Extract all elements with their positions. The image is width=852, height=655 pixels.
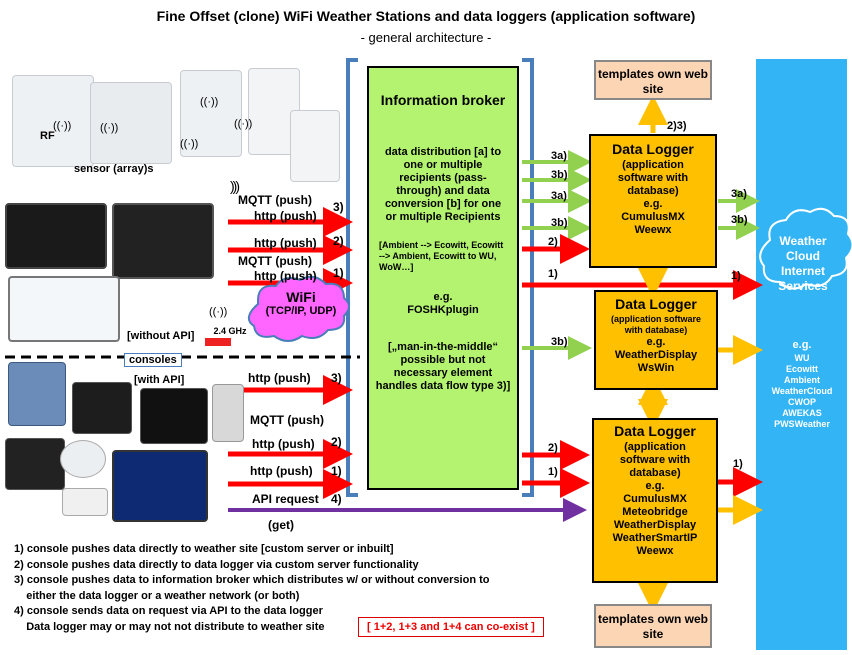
sensor-array-image bbox=[290, 110, 340, 182]
arrow-label: 1) bbox=[733, 458, 743, 470]
arrow-label: 3b) bbox=[551, 336, 568, 348]
flow-number: 4) bbox=[331, 492, 342, 506]
arrow-label: 2) bbox=[548, 442, 558, 454]
service-name: CWOP bbox=[788, 397, 816, 407]
with-api-label: [with API] bbox=[134, 374, 185, 386]
flow-label: http (push) bbox=[248, 371, 311, 385]
wifi-router-icon bbox=[205, 338, 231, 346]
sensor-device-image bbox=[60, 440, 106, 478]
sensor-device-image bbox=[62, 488, 108, 516]
arrow-label: 3b) bbox=[551, 169, 568, 181]
arrow-label: 3a) bbox=[551, 150, 567, 162]
sensor-array-image bbox=[90, 82, 172, 164]
flow-number: 1) bbox=[331, 464, 342, 478]
flow-number: 2) bbox=[333, 234, 344, 248]
cloud-icon-shape bbox=[759, 207, 852, 290]
flow-number: 3) bbox=[333, 200, 344, 214]
sensor-array-label: sensor (array)s bbox=[74, 163, 154, 175]
broker-mitm-text: [„man-in-the-middle“ possible but not ne… bbox=[375, 341, 511, 392]
information-broker-box: Information broker data distribution [a]… bbox=[367, 66, 519, 490]
gateway-device-image bbox=[5, 438, 65, 490]
broker-example-prefix: e.g. bbox=[433, 291, 453, 303]
legend-item: 4) console sends data on request via API… bbox=[14, 605, 323, 618]
arrow-label: 3b) bbox=[731, 214, 748, 226]
console-display-image bbox=[8, 276, 120, 342]
rf-signal-icon: ((·)) bbox=[234, 118, 253, 130]
legend-item: either the data logger or a weather netw… bbox=[14, 589, 300, 602]
rf-wave-icon: ))) bbox=[230, 178, 240, 194]
service-name: AWEKAS bbox=[782, 408, 822, 418]
templates-top-link-label: 2)3) bbox=[667, 120, 687, 132]
arrow-label: 3a) bbox=[551, 190, 567, 202]
without-api-label: [without API] bbox=[127, 330, 195, 342]
wifi-signal-icon: ((·)) bbox=[209, 306, 228, 318]
legend-item: 2) console pushes data directly to data … bbox=[14, 558, 419, 571]
coexist-note: [ 1+2, 1+3 and 1+4 can co-exist ] bbox=[358, 617, 544, 637]
console-display-image bbox=[8, 362, 66, 426]
data-logger-3-box: Data Logger (application software with d… bbox=[592, 418, 718, 583]
flow-number: 3) bbox=[331, 371, 342, 385]
rf-signal-icon: ((·)) bbox=[180, 138, 199, 150]
cloud-services-list: e.g. WU Ecowitt Ambient WeatherCloud CWO… bbox=[760, 340, 844, 430]
data-logger-1-box: Data Logger (application software with d… bbox=[589, 134, 717, 268]
console-display-image bbox=[140, 388, 208, 444]
broker-bracket-left bbox=[346, 58, 358, 497]
cloud-label: Weather Cloud Internet Services bbox=[778, 234, 828, 293]
rf-signal-icon: ((·)) bbox=[200, 96, 219, 108]
console-display-image bbox=[72, 382, 132, 434]
console-display-image bbox=[5, 203, 107, 269]
flow-label: http (push) bbox=[250, 464, 313, 478]
console-display-image bbox=[112, 450, 208, 522]
templates-top-box: templates own web site bbox=[594, 60, 712, 100]
rf-signal-icon: ((·)) bbox=[100, 122, 119, 134]
legend-item: 3) console pushes data to information br… bbox=[14, 574, 490, 587]
flow-label: (get) bbox=[268, 518, 294, 532]
legend: 1) console pushes data directly to weath… bbox=[14, 542, 490, 636]
arrow-label: 1) bbox=[548, 268, 558, 280]
rf-signal-icon: ((·)) bbox=[53, 120, 72, 132]
broker-title: Information broker bbox=[380, 92, 506, 108]
broker-example: FOSHKplugin bbox=[407, 304, 479, 316]
cloud-services-panel bbox=[756, 59, 847, 650]
wifi-frequency-label: 2.4 GHz bbox=[213, 326, 247, 336]
flow-label: http (push) bbox=[254, 209, 317, 223]
service-name: PWSWeather bbox=[774, 419, 830, 429]
gateway-device-image bbox=[212, 384, 244, 442]
wifi-label: WiFi (TCP/IP, UDP) bbox=[265, 289, 337, 317]
arrow-label: 3b) bbox=[551, 217, 568, 229]
broker-distribution-text: data distribution [a] to one or multiple… bbox=[384, 146, 502, 223]
arrow-label: 3a) bbox=[731, 188, 747, 200]
flow-number: 2) bbox=[331, 435, 342, 449]
flow-label: http (push) bbox=[254, 236, 317, 250]
arrow-label: 1) bbox=[548, 466, 558, 478]
flow-label: MQTT (push) bbox=[250, 413, 324, 427]
sensor-array-image bbox=[12, 75, 94, 167]
rf-label: RF bbox=[40, 130, 55, 142]
flow-label: http (push) bbox=[252, 437, 315, 451]
service-name: WU bbox=[794, 353, 810, 363]
arrow-label: 2) bbox=[548, 236, 558, 248]
flow-number: 1) bbox=[333, 266, 344, 280]
legend-item: Data logger may or may not not distribut… bbox=[14, 620, 325, 633]
flow-label: API request bbox=[252, 492, 319, 506]
service-name: Ecowitt bbox=[785, 364, 818, 374]
broker-conversions-text: [Ambient --> Ecowitt, Ecowitt --> Ambien… bbox=[379, 240, 504, 272]
page-title: Fine Offset (clone) WiFi Weather Station… bbox=[156, 8, 696, 24]
templates-bottom-box: templates own web site bbox=[594, 604, 712, 648]
data-logger-2-box: Data Logger (application software with d… bbox=[594, 290, 718, 390]
console-display-image bbox=[112, 203, 214, 279]
flow-label: http (push) bbox=[254, 269, 317, 283]
service-name: WeatherCloud bbox=[771, 386, 833, 396]
flow-label: MQTT (push) bbox=[238, 254, 312, 268]
broker-bracket-right bbox=[522, 58, 534, 497]
wifi-bubble bbox=[247, 275, 350, 342]
page-subtitle: - general architecture - bbox=[360, 30, 492, 45]
service-name: Ambient bbox=[784, 375, 820, 385]
legend-item: 1) console pushes data directly to weath… bbox=[14, 543, 394, 555]
flow-label: MQTT (push) bbox=[238, 193, 312, 207]
consoles-label: consoles bbox=[124, 353, 182, 367]
arrow-label: 1) bbox=[731, 270, 741, 282]
sensor-array-image bbox=[180, 70, 242, 157]
